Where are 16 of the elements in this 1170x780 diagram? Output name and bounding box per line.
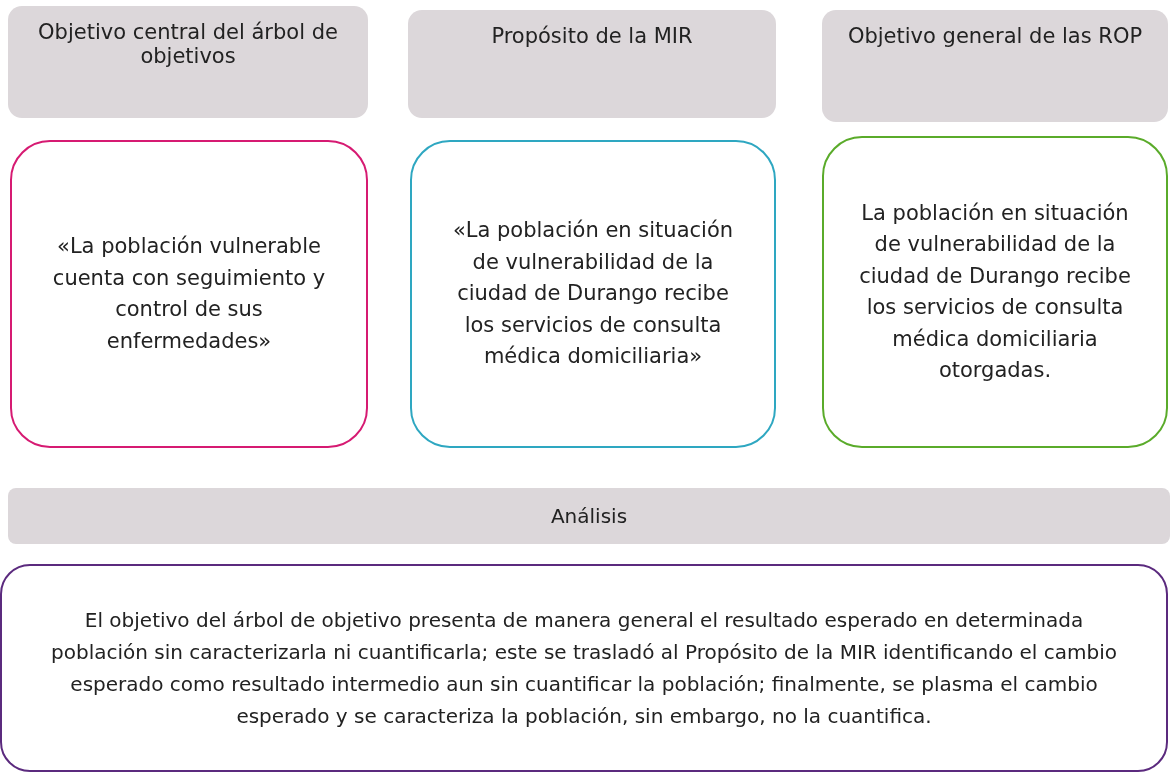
section-band — [8, 488, 1170, 544]
box-text: Propósito de la MIR — [491, 24, 693, 48]
box-text: «La población vulnerable cuenta con seguimiento y control de sus enfermedades» — [51, 233, 327, 355]
text-box — [822, 136, 1168, 448]
box-text: Objetivo central del árbol de objetivos — [37, 20, 339, 68]
text-box — [410, 140, 776, 448]
box-text: El objetivo del árbol de objetivo presenta de manera general el resultado esperado en determinada población sin caracterizarla ni cuantificarla; este se trasladó al Propósito de la MIR identificando el cambio esperado como resultado intermedio aun sin cuantificar la población; finalmente, se plasma el cambio esperado y se caracteriza la población, sin embargo, no la cuantifica. — [50, 607, 1118, 730]
text-box — [0, 564, 1168, 772]
box-text: Análisis — [550, 504, 628, 528]
text-box — [10, 140, 368, 448]
header-box — [8, 6, 368, 118]
box-text: Objetivo general de las ROP — [847, 24, 1143, 48]
box-text: La población en situación de vulnerabilidad de la ciudad de Durango recibe los servicios de consulta médica domiciliaria otorgadas. — [858, 199, 1132, 384]
header-box — [408, 10, 776, 118]
box-text: «La población en situación de vulnerabilidad de la ciudad de Durango recibe los servicios de consulta médica domiciliaria» — [451, 217, 735, 371]
header-box — [822, 10, 1168, 122]
